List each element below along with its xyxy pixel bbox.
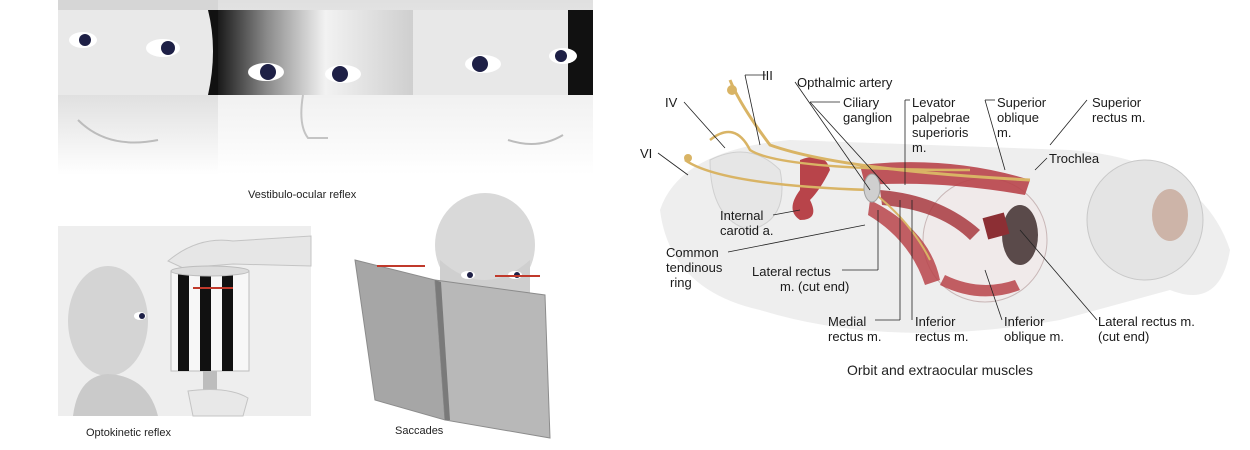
optokinetic-illustration (68, 235, 312, 417)
label-lateral-rectus-cut-right: Lateral rectus m.(cut end) (1098, 314, 1195, 344)
label-trochlea: Trochlea (1049, 151, 1100, 166)
orbit-figure (640, 60, 1240, 360)
vestibulo-ocular-figure (58, 0, 593, 175)
label-iv: IV (665, 95, 678, 110)
orbit-caption: Orbit and extraocular muscles (847, 362, 1033, 378)
saccades-figure (354, 190, 595, 440)
label-iii: III (762, 68, 773, 83)
saccades-illustration (354, 193, 551, 439)
vestibulo-faces-illustration (58, 0, 593, 175)
optokinetic-figure (58, 226, 312, 417)
saccades-caption: Saccades (395, 425, 444, 437)
label-opthalmic-artery: Opthalmic artery (797, 75, 893, 90)
optokinetic-caption: Optokinetic reflex (86, 427, 171, 439)
label-vi: VI (640, 146, 653, 161)
orbit-illustration (660, 79, 1230, 333)
vestibulo-caption: Vestibulo-ocular reflex (248, 189, 357, 201)
